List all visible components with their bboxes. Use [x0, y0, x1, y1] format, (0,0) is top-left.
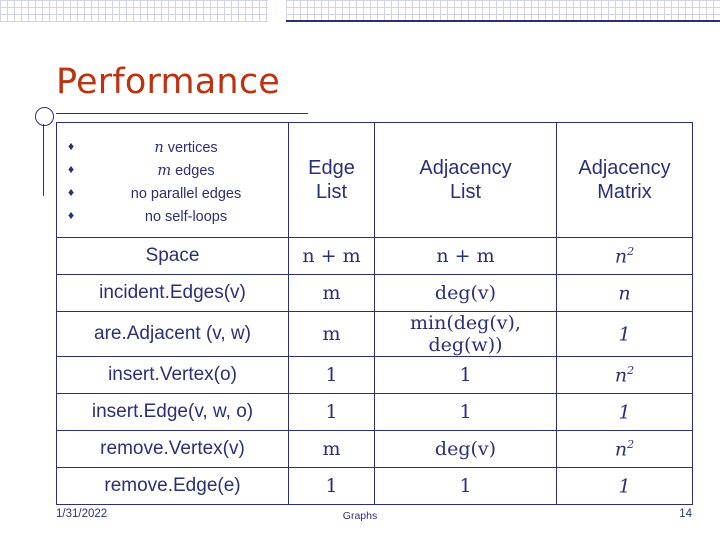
table-row: remove.Vertex(v) m deg(v) n2 [56, 430, 693, 468]
adjacency-matrix-base: n [614, 438, 628, 461]
adjacency-matrix-exponent: 2 [627, 363, 635, 377]
edge-list-value: m [288, 274, 375, 312]
table-row: incident.Edges(v) m deg(v) n [56, 274, 693, 312]
adjacency-matrix-base: 1 [618, 401, 631, 424]
adjacency-matrix-exponent: 2 [627, 244, 635, 258]
adjacency-matrix-value: n2 [556, 356, 693, 394]
column-header-line2: List [315, 181, 348, 203]
adjacency-list-value: deg(v) [374, 274, 557, 312]
bullet-icon: ♦ [68, 162, 75, 177]
table-row: insert.Vertex(o) 1 1 n2 [56, 356, 693, 394]
column-header-line1: Adjacency [419, 156, 512, 179]
table-row: Space n + m n + m n2 [56, 237, 693, 275]
band-hatch-left [0, 0, 268, 22]
footer-topic: Graphs [342, 510, 378, 522]
title-underline [56, 113, 308, 114]
adjacency-matrix-value: n2 [556, 430, 693, 468]
column-header-line2: List [449, 181, 482, 203]
band-rule [286, 20, 720, 22]
adjacency-list-value: 1 [374, 356, 557, 394]
column-header-adjacency-list: Adjacency List [374, 122, 557, 238]
column-header-adjacency-matrix: Adjacency Matrix [556, 122, 693, 238]
adjacency-matrix-base: n [614, 245, 628, 268]
column-header-edge-list: Edge List [288, 122, 375, 238]
operation-name: insert.Vertex(o) [56, 356, 289, 394]
bullet-handle-icon [35, 107, 54, 126]
edge-list-value: 1 [288, 467, 375, 505]
assumption-text: edges [171, 163, 215, 180]
operation-name: are.Adjacent (v, w) [56, 311, 289, 357]
assumptions-cell: ♦ n vertices ♦ m edges ♦ no parallel edg… [56, 122, 289, 238]
adjacency-matrix-value: n [556, 274, 693, 312]
operation-name: remove.Vertex(v) [56, 430, 289, 468]
assumptions-list: ♦ n vertices ♦ m edges ♦ no parallel edg… [65, 137, 288, 229]
adjacency-list-value: 1 [374, 467, 557, 505]
adjacency-matrix-base: n [618, 282, 631, 305]
edge-list-value: 1 [288, 393, 375, 431]
edge-list-value: 1 [288, 356, 375, 394]
adjacency-list-value: min(deg(v), deg(w)) [374, 311, 557, 357]
slide-top-band [0, 0, 720, 22]
list-item: ♦ no self-loops [65, 206, 288, 229]
column-header-line1: Adjacency [578, 156, 671, 179]
table-row: insert.Edge(v, w, o) 1 1 1 [56, 393, 693, 431]
adjacency-list-value: n + m [374, 237, 557, 275]
adjacency-matrix-value: 1 [556, 393, 693, 431]
operation-name: remove.Edge(e) [56, 467, 289, 505]
list-item: ♦ no parallel edges [65, 183, 288, 206]
operation-name: insert.Edge(v, w, o) [56, 393, 289, 431]
bullet-icon: ♦ [68, 207, 75, 222]
edge-list-value: m [288, 430, 375, 468]
adjacency-matrix-exponent: 2 [627, 437, 635, 451]
band-hatch-right [286, 0, 720, 22]
adjacency-matrix-value: 1 [556, 311, 693, 357]
footer-page-number: 14 [679, 508, 692, 520]
assumption-text: vertices [163, 140, 218, 157]
adjacency-list-value: 1 [374, 393, 557, 431]
bullet-handle-line [43, 124, 44, 196]
performance-table-wrap: ♦ n vertices ♦ m edges ♦ no parallel edg… [56, 122, 693, 505]
footer-date: 1/31/2022 [56, 508, 108, 520]
column-header-line2: Matrix [597, 181, 652, 203]
table-row: remove.Edge(e) 1 1 1 [56, 467, 693, 505]
list-item: ♦ m edges [65, 160, 288, 183]
operation-name: Space [56, 237, 289, 275]
operation-name: incident.Edges(v) [56, 274, 289, 312]
edge-list-value: n + m [288, 237, 375, 275]
adjacency-matrix-value: n2 [556, 237, 693, 275]
assumption-symbol: m [157, 163, 172, 180]
adjacency-matrix-base: 1 [618, 323, 631, 346]
column-header-line1: Edge [308, 156, 355, 179]
bullet-icon: ♦ [68, 139, 75, 154]
page-title: Performance [56, 62, 280, 102]
adjacency-matrix-value: 1 [556, 467, 693, 505]
performance-table: ♦ n vertices ♦ m edges ♦ no parallel edg… [56, 122, 693, 505]
assumption-text: no self-loops [144, 208, 228, 225]
list-item: ♦ n vertices [65, 137, 288, 160]
table-row: are.Adjacent (v, w) m min(deg(v), deg(w)… [56, 311, 693, 357]
adjacency-list-value: deg(v) [374, 430, 557, 468]
table-header-row: ♦ n vertices ♦ m edges ♦ no parallel edg… [56, 122, 693, 238]
adjacency-matrix-base: n [614, 364, 628, 387]
assumption-symbol: n [154, 140, 164, 157]
edge-list-value: m [288, 311, 375, 357]
adjacency-matrix-base: 1 [618, 475, 631, 498]
bullet-icon: ♦ [68, 185, 75, 199]
assumption-text: no parallel edges [130, 186, 242, 202]
